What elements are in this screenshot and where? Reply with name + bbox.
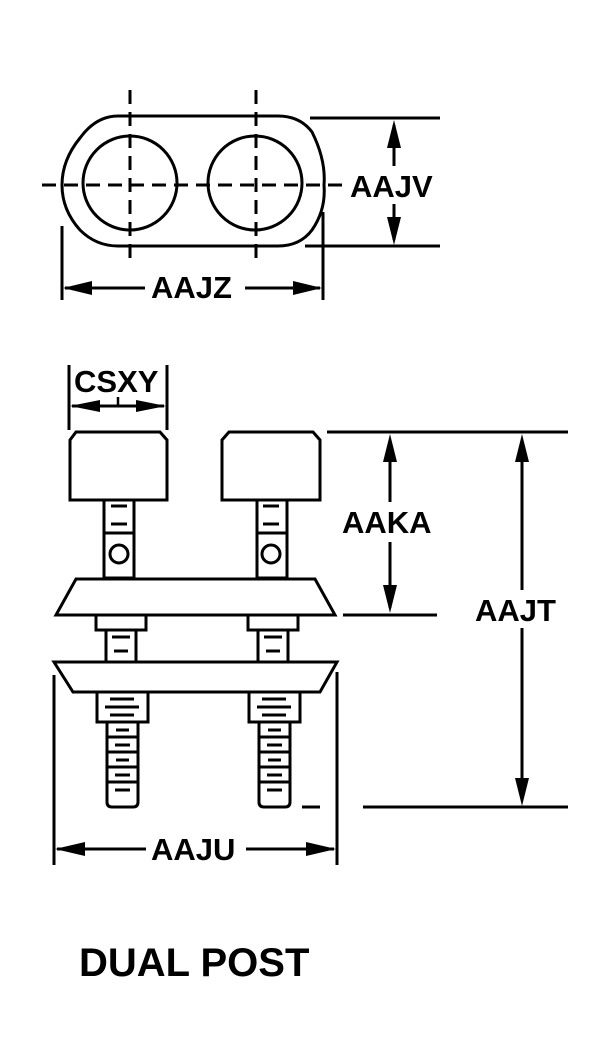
shaft-upper-left [102,498,136,580]
threaded-stud-right [257,720,292,809]
shaft-middle-left [104,628,138,664]
lower-plate [51,660,340,694]
arrow-up-icon [387,120,401,148]
shaft-upper-right [255,498,289,580]
housing-outline [60,114,326,248]
nut-middle-left [94,613,148,632]
threaded-stud-left [105,720,140,809]
arrow-left-icon [63,281,92,295]
arrow-left-icon [70,400,100,412]
arrow-down-icon [515,778,529,806]
arrow-left-icon [55,842,85,856]
arrow-right-icon [293,281,322,295]
dimension-label-aajz: AAJZ [151,270,232,305]
pin-hole-left [108,543,130,565]
knob-left [68,430,169,502]
dimension-label-aaka: AAKA [342,505,432,540]
dimension-label-aajv: AAJV [350,169,433,204]
dimension-label-aajt: AAJT [475,593,556,628]
arrow-right-icon [306,842,336,856]
arrow-down-icon [383,585,397,613]
arrow-down-icon [387,217,401,245]
arrow-up-icon [515,434,529,462]
pin-hole-right [260,543,282,565]
dimension-label-csxy: CSXY [74,364,159,399]
knob-right [220,430,322,502]
shaft-middle-right [256,628,290,664]
side-view: CSXY [51,364,568,867]
upper-plate [53,577,338,617]
arrow-right-icon [136,400,166,412]
diagram-title: DUAL POST [79,941,309,985]
arrow-up-icon [383,434,397,462]
dimension-label-aaju: AAJU [151,832,235,867]
nut-middle-right [246,613,300,632]
top-view: AAJV AAJZ [42,90,440,305]
